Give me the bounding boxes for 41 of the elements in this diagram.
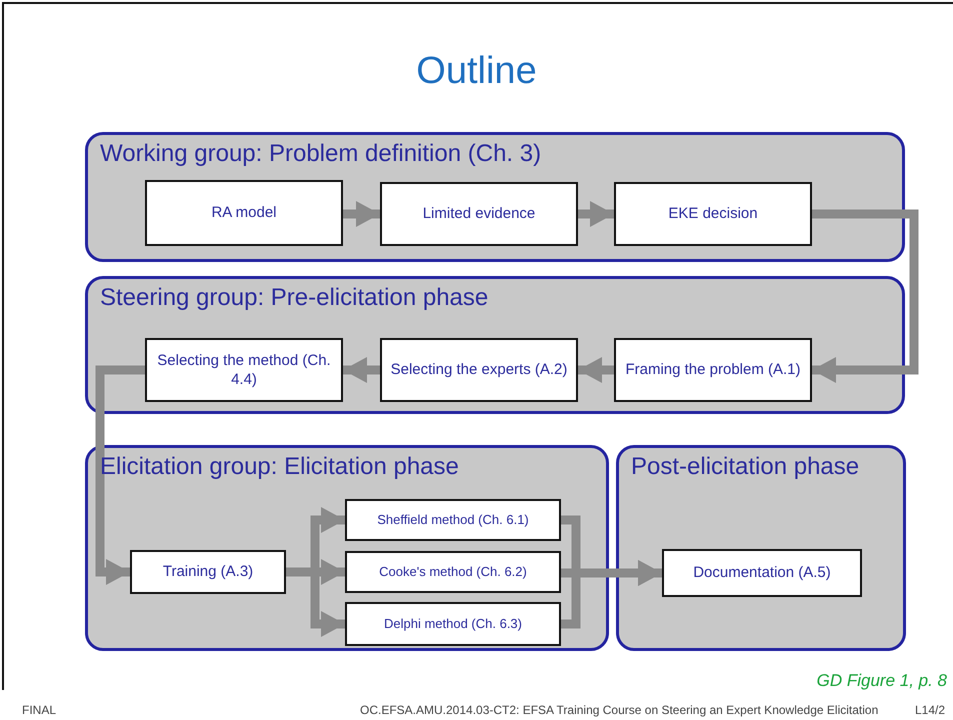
flow-arrow [578,357,614,383]
process-label: Cooke's method (Ch. 6.2) [379,564,527,580]
process-box [145,180,343,246]
process-box [345,602,561,646]
process-label: Selecting the experts (A.2) [390,360,568,380]
figure-reference: GD Figure 1, p. 8 [816,671,947,691]
panel-heading: Working group: Problem definition (Ch. 3) [100,139,542,169]
flow-arrow [812,210,918,383]
process-label: Delphi method (Ch. 6.3) [384,616,522,632]
process-label: Selecting the method (Ch. 4.4) [156,350,332,390]
process-box [345,551,561,593]
panel-heading: Elicitation group: Elicitation phase [100,452,460,482]
footer-text: FINAL [22,703,56,717]
flow-arrow [343,357,380,383]
panel-heading: Steering group: Pre-elicitation phase [100,283,490,313]
flow-arrow [96,366,145,585]
process-label: Framing the problem (A.1) [625,360,801,380]
process-label: Sheffield method (Ch. 6.1) [377,512,529,528]
panel-heading: Post-elicitation phase [631,452,860,482]
process-label: EKE decision [668,204,758,224]
process-label: Documentation (A.5) [693,563,831,583]
process-box [380,338,578,402]
footer-text: L14/2 [914,703,945,717]
phase-panel [85,445,609,651]
flow-arrow [578,201,614,227]
process-box [145,338,343,402]
phase-panel [616,445,906,651]
process-box [662,549,862,597]
process-box [130,550,286,594]
phase-panel [85,132,905,262]
flow-arrow [343,201,380,227]
process-label: Limited evidence [422,204,536,224]
process-box [380,182,578,246]
process-box [614,182,812,246]
process-box [614,338,812,402]
phase-panel [85,276,905,414]
process-label: RA model [211,203,277,223]
footer-text: OC.EFSA.AMU.2014.03-CT2: EFSA Training Course on Steering an Expert Knowledge Elicitation [360,703,878,717]
process-label: Training (A.3) [162,562,254,582]
process-box [345,499,561,541]
slide-title: Outline [415,50,538,93]
